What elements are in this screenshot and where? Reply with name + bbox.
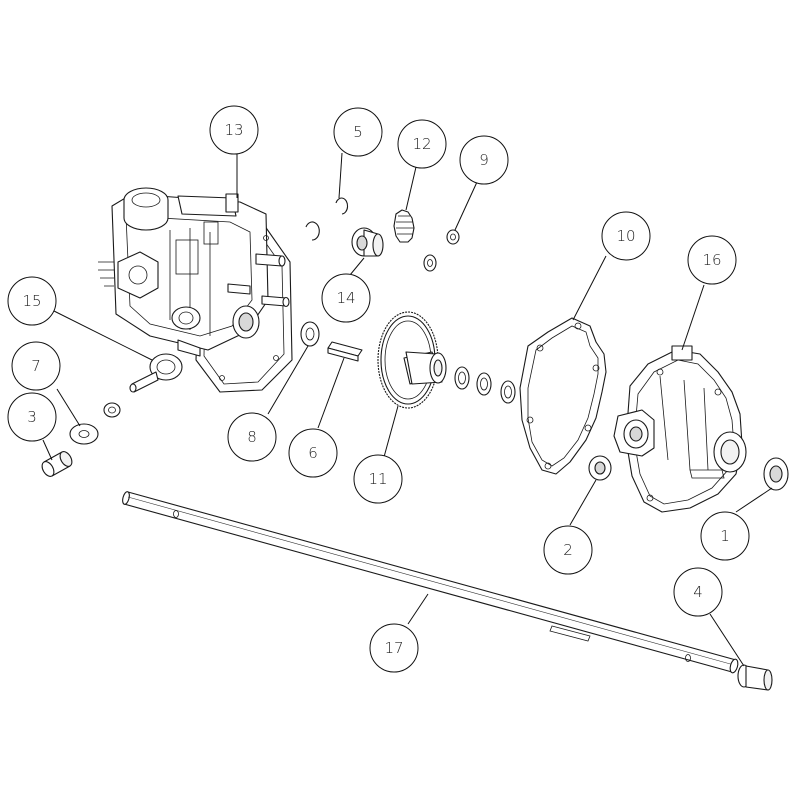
leader-3 — [42, 439, 53, 461]
leader-9 — [454, 181, 478, 231]
leader-4 — [709, 613, 745, 667]
part-9-washers — [423, 229, 460, 272]
callout-13: 13 — [209, 105, 259, 155]
leader-12 — [405, 166, 417, 211]
callout-label-16: 16 — [702, 251, 721, 269]
part-10-gasket — [519, 317, 607, 475]
callout-11: 11 — [353, 454, 403, 504]
callout-label-15: 15 — [22, 292, 41, 310]
part-7-washers — [69, 402, 121, 445]
leader-lines — [42, 152, 773, 667]
callout-label-1: 1 — [720, 527, 730, 545]
callout-12: 12 — [397, 119, 447, 169]
callout-label-4: 4 — [693, 583, 703, 601]
part-5-retaining-rings — [305, 197, 349, 241]
callout-label-7: 7 — [31, 357, 41, 375]
leader-1 — [735, 487, 773, 513]
callout-10: 10 — [601, 211, 651, 261]
leader-5 — [338, 152, 343, 199]
callout-label-13: 13 — [224, 121, 243, 139]
callout-17: 17 — [369, 623, 419, 673]
part-3-bushing — [41, 451, 73, 477]
part-6-key — [327, 341, 363, 362]
callout-2: 2 — [543, 525, 593, 575]
callout-1: 1 — [700, 511, 750, 561]
leader-7 — [56, 388, 81, 427]
callout-label-12: 12 — [412, 135, 431, 153]
callout-14: 14 — [321, 273, 371, 323]
callouts: 13 5 12 9 10 16 15 14 — [7, 105, 750, 673]
callout-5: 5 — [333, 107, 383, 157]
callout-label-6: 6 — [308, 444, 318, 462]
leader-14 — [349, 257, 365, 276]
leader-2 — [569, 479, 597, 526]
callout-15: 15 — [7, 276, 57, 326]
part-16-housing-cover — [613, 345, 747, 513]
callout-label-17: 17 — [384, 639, 403, 657]
leader-16 — [681, 284, 705, 351]
callout-label-5: 5 — [353, 123, 363, 141]
callout-8: 8 — [227, 412, 277, 462]
part-4-bushing — [737, 664, 773, 691]
part-11-drive-gear — [377, 311, 447, 409]
callout-16: 16 — [687, 235, 737, 285]
part-17-shaft — [122, 491, 739, 674]
callout-label-2: 2 — [563, 541, 573, 559]
callout-4: 4 — [673, 567, 723, 617]
part-shims — [454, 366, 516, 404]
callout-7: 7 — [11, 341, 61, 391]
callout-label-14: 14 — [336, 289, 355, 307]
callout-6: 6 — [288, 428, 338, 478]
callout-3: 3 — [7, 392, 57, 442]
leader-15 — [53, 310, 153, 361]
callout-label-10: 10 — [616, 227, 635, 245]
part-8-washer — [300, 321, 320, 347]
part-14-collar — [351, 227, 384, 257]
callout-label-9: 9 — [479, 151, 489, 169]
part-12-pinion-gear — [393, 209, 415, 243]
callout-9: 9 — [459, 135, 509, 185]
leader-6 — [317, 357, 345, 429]
callout-label-8: 8 — [247, 428, 257, 446]
part-2-bearing — [588, 455, 612, 481]
leader-10 — [572, 255, 607, 321]
callout-label-3: 3 — [27, 408, 37, 426]
leader-8 — [267, 345, 309, 415]
callout-label-11: 11 — [368, 470, 387, 488]
part-15-stub-shaft — [129, 353, 183, 393]
leader-17 — [407, 593, 429, 625]
part-13-transmission-body — [98, 187, 293, 393]
leader-11 — [383, 405, 399, 458]
part-1-bearing — [763, 457, 789, 491]
